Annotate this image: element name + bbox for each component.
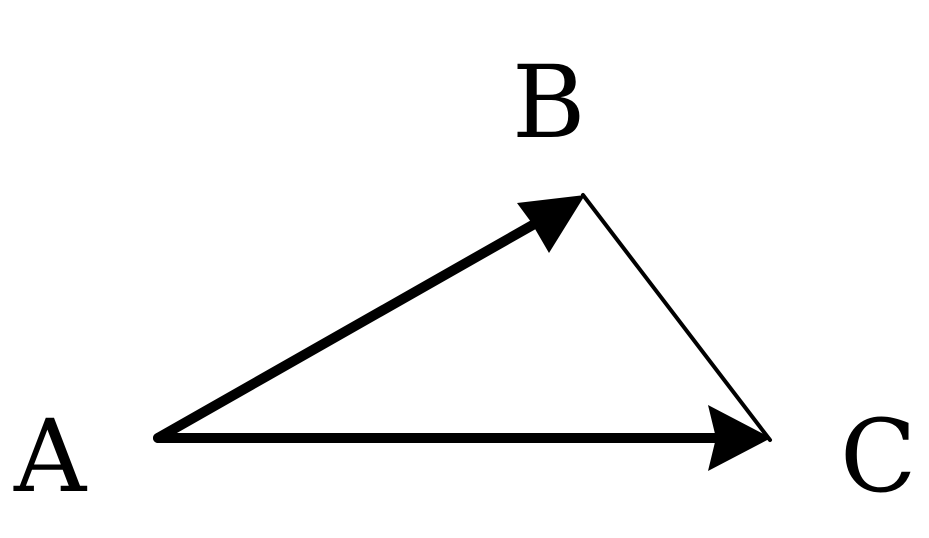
point-label-b: B [512, 44, 586, 161]
segment-b-c [581, 193, 772, 442]
vector-a-c-arrowhead [708, 405, 771, 471]
point-label-c: C [840, 398, 917, 515]
point-label-a: A [13, 398, 88, 515]
vector-a-b-arrowhead [517, 195, 585, 253]
vector-a-b-shaft [153, 213, 550, 443]
